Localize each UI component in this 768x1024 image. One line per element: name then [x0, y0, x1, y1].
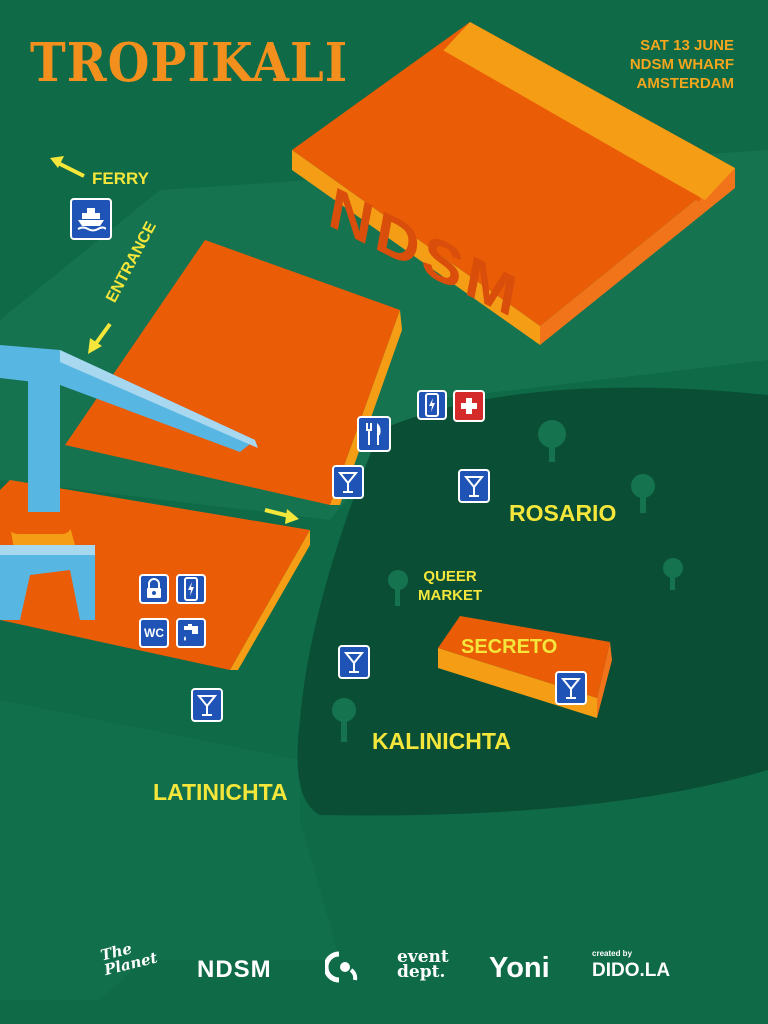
ferry-icon[interactable] — [70, 198, 112, 240]
created-by-label: created by — [592, 949, 633, 958]
path-arrow-icon — [263, 504, 301, 526]
water-tap-icon[interactable] — [176, 618, 206, 648]
sponsor-event-dept[interactable]: event dept. — [397, 947, 449, 982]
wc-label: WC — [144, 626, 164, 640]
sponsor-yoni[interactable]: Yoni — [489, 952, 550, 984]
ferry-label: FERRY — [92, 169, 149, 188]
cocktail-icon[interactable] — [555, 671, 587, 705]
wc-icon[interactable]: WC — [139, 618, 169, 648]
ferry-arrow-icon — [50, 156, 86, 180]
sponsor-the-planet[interactable]: The Planet — [99, 936, 159, 979]
ndsm-building — [292, 22, 735, 345]
phone-charging-icon[interactable] — [176, 574, 206, 604]
event-venue: NDSM WHARF — [629, 56, 734, 73]
lower-path — [0, 700, 300, 1000]
sponsor-bar: The Planet NDSM event dept. Yoni created… — [0, 930, 768, 1010]
stage-label-latinichta[interactable]: LATINICHTA — [153, 779, 288, 805]
queer-market-line1: QUEER — [423, 568, 477, 585]
path-bottom — [60, 820, 340, 960]
sponsor-event-dept-line2: dept. — [397, 962, 446, 982]
cocktail-icon[interactable] — [458, 469, 490, 503]
event-city: AMSTERDAM — [636, 75, 735, 92]
event-date: SAT 13 JUNE — [640, 37, 734, 54]
upper-block — [65, 240, 402, 505]
queer-market-line2: MARKET — [418, 587, 483, 604]
sponsor-ndsm[interactable]: NDSM — [197, 956, 272, 983]
sponsor-dido[interactable]: DIDO.LA — [592, 960, 671, 981]
stage-label-kalinichta[interactable]: KALINICHTA — [372, 728, 511, 754]
lock-icon[interactable] — [139, 574, 169, 604]
entrance-arrow-icon — [86, 322, 114, 354]
sponsor-circle-logo-icon[interactable] — [323, 950, 363, 989]
trees — [332, 420, 683, 742]
event-info: SAT 13 JUNE NDSM WHARF AMSTERDAM — [630, 36, 734, 93]
stage-label-secreto[interactable]: SECRETO — [461, 636, 558, 658]
cutlery-icon[interactable] — [357, 416, 391, 452]
queer-market-label[interactable]: QUEER MARKET — [418, 567, 482, 605]
sponsor-event-dept-line1: event — [397, 947, 449, 967]
stage-label-rosario[interactable]: ROSARIO — [509, 500, 617, 526]
festival-logo: TROPIKALI — [30, 31, 349, 95]
phone-charging-icon[interactable] — [417, 390, 447, 420]
cocktail-icon[interactable] — [332, 465, 364, 499]
crane — [0, 345, 258, 620]
first-aid-icon[interactable] — [453, 390, 485, 422]
cocktail-icon[interactable] — [191, 688, 223, 722]
cocktail-icon[interactable] — [338, 645, 370, 679]
